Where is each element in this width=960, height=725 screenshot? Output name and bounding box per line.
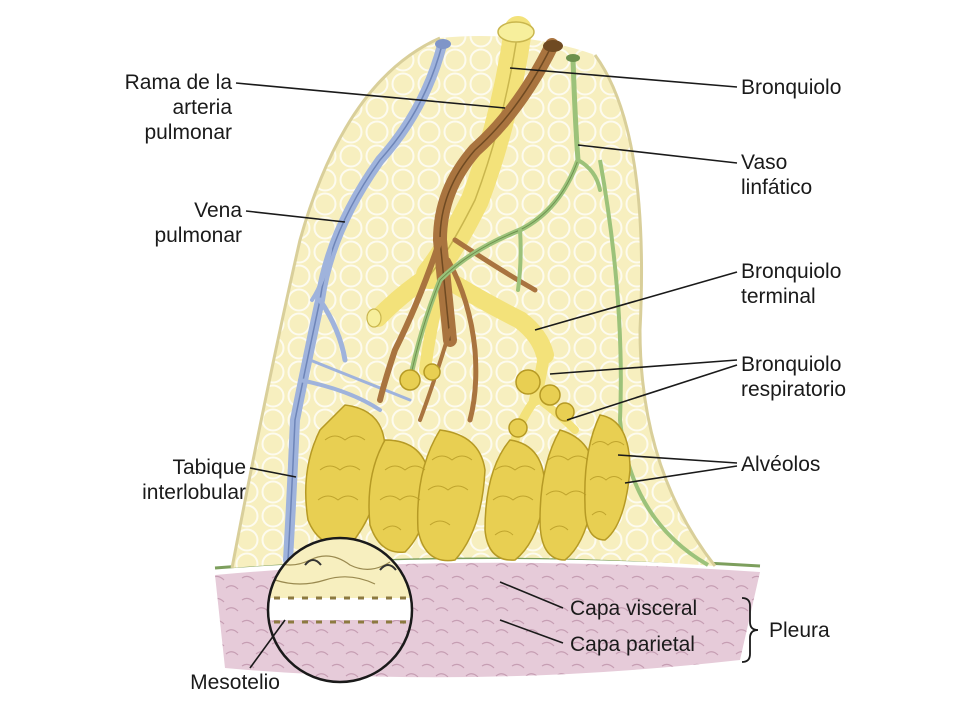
leader-alveolos-1	[617, 454, 738, 464]
label-vaso-linfatico: Vaso linfático	[741, 151, 813, 199]
leader-lines	[235, 67, 738, 669]
leader-alveolos-2	[624, 465, 738, 484]
vein-opening	[435, 39, 451, 49]
label-capa-parietal: Capa parietal	[570, 633, 695, 656]
leader-vaso-linfatico	[577, 144, 738, 164]
leader-bronquiolo-respiratorio-2	[566, 364, 738, 421]
label-bronquiolo-terminal: Bronquiolo terminal	[741, 260, 842, 308]
leader-tabique	[249, 467, 297, 478]
leader-rama-arteria	[235, 82, 506, 109]
artery-opening	[543, 40, 563, 52]
leader-bronquiolo	[509, 67, 738, 88]
label-bronquiolo-respiratorio: Bronquiolo respiratorio	[741, 353, 847, 401]
leader-vena-pulmonar	[245, 210, 346, 223]
leader-capa-visceral	[499, 581, 564, 609]
bronchiole-branch-opening	[366, 308, 382, 328]
interlobular-septum-right	[593, 54, 717, 567]
lymphatic-opening	[566, 54, 580, 62]
label-alveolos: Alvéolos	[741, 453, 821, 476]
alveolar-sacs	[304, 363, 631, 562]
leader-capa-parietal	[499, 619, 564, 644]
lymphatic-right-branch	[598, 159, 710, 567]
bronchiole-opening	[497, 21, 535, 43]
label-tabique-interlobular: Tabique interlobular	[142, 456, 246, 504]
leader-mesotelio	[249, 619, 286, 669]
label-capa-visceral: Capa visceral	[570, 597, 698, 620]
label-pleura: Pleura	[769, 619, 830, 642]
label-bronquiolo: Bronquiolo	[741, 76, 842, 99]
pleura-bracket	[741, 597, 759, 663]
magnified-mesothelium-circle-border	[266, 536, 414, 684]
label-mesotelio: Mesotelio	[190, 671, 280, 694]
interlobular-septum-left	[230, 36, 441, 569]
leader-bronquiolo-terminal	[534, 271, 738, 331]
leader-bronquiolo-respiratorio-1	[549, 359, 738, 375]
label-vena-pulmonar: Vena pulmonar	[154, 199, 242, 247]
label-rama-arteria: Rama de la arteria pulmonar	[124, 71, 232, 144]
lymphatic-vessel	[407, 55, 602, 383]
alveolar-sac-texture	[317, 435, 625, 536]
pulmonary-vein	[283, 40, 447, 565]
